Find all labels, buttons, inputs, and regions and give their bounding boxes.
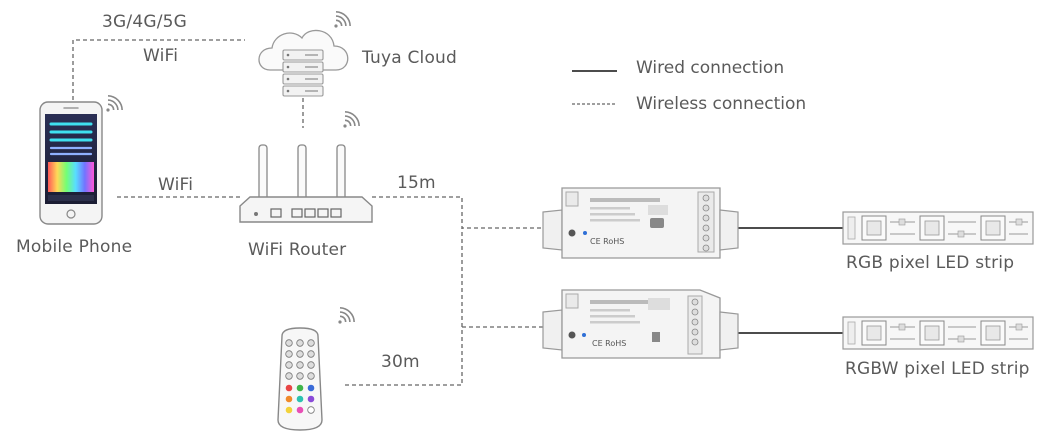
remote-control-icon [277, 327, 323, 431]
controller-marks: CE RoHS [590, 237, 624, 246]
cloud-server-icon [258, 29, 349, 97]
led-controller-icon: CE RoHS [542, 187, 739, 259]
cloud-wifi-label: WiFi [143, 46, 179, 66]
rgb-strip-label: RGB pixel LED strip [846, 253, 1015, 273]
controller-marks: CE RoHS [592, 339, 626, 348]
distance-remote-label: 30m [381, 352, 420, 372]
wifi-signal-icon [333, 8, 354, 29]
wifi-signal-icon [337, 304, 358, 325]
remote-controller-link [345, 228, 543, 386]
distance-router-label: 15m [397, 173, 436, 193]
cloud-label: Tuya Cloud [362, 48, 458, 68]
led-strip-icon [842, 211, 1034, 245]
legend-wireless-label: Wireless connection [636, 94, 807, 114]
router-controller-link [372, 196, 543, 229]
wifi-signal-icon [105, 92, 126, 113]
smartphone-icon [39, 101, 103, 225]
network-label: 3G/4G/5G [102, 12, 188, 32]
phone-wifi-label: WiFi [158, 175, 194, 195]
led-strip-icon [842, 316, 1034, 350]
led-controller-icon: CE RoHS [542, 289, 739, 359]
phone-label: Mobile Phone [16, 237, 133, 257]
legend-wired-label: Wired connection [636, 58, 785, 78]
router-label: WiFi Router [248, 240, 347, 260]
legend [572, 70, 617, 105]
wifi-signal-icon [342, 108, 363, 129]
router-icon [239, 144, 373, 223]
phone-cloud-link [72, 39, 245, 100]
connection-lines [72, 39, 843, 386]
rgbw-strip-label: RGBW pixel LED strip [845, 359, 1030, 379]
